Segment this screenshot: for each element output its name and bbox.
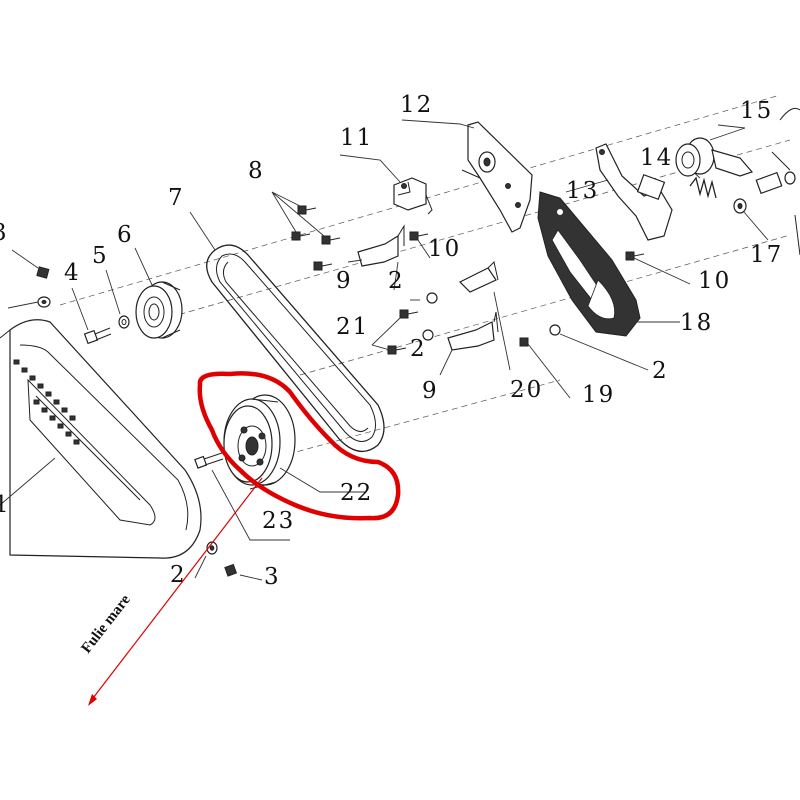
label-18: 18 (680, 310, 713, 336)
belt-guard-cover (0, 319, 202, 559)
label-9-upper: 9 (336, 268, 353, 294)
label-5: 5 (92, 243, 109, 269)
label-20: 20 (510, 377, 543, 403)
bolts-8 (271, 191, 341, 271)
bracket-9-upper (347, 224, 405, 267)
label-2-bottom: 2 (170, 562, 187, 588)
back-plate-18 (537, 191, 680, 337)
label-22: 22 (340, 480, 373, 506)
callout-label: Fulie mare (79, 592, 134, 657)
tensioner-arm-13 (565, 143, 673, 241)
label-19: 19 (582, 382, 615, 408)
bolt-3-bottom (224, 563, 263, 581)
label-17: 17 (750, 242, 783, 268)
cropped-parts-right (771, 107, 800, 256)
bracket-9-lower (439, 311, 499, 376)
callout-arrow (88, 477, 263, 706)
pin-17 (733, 171, 783, 241)
label-9-lower: 9 (422, 378, 439, 404)
label-11: 11 (340, 125, 373, 151)
tensioner-roller-15 (675, 124, 754, 177)
label-13: 13 (566, 178, 599, 204)
small-pulley (134, 247, 183, 339)
label-23: 23 (262, 508, 295, 534)
label-1: 1 (0, 492, 11, 518)
washer-5 (105, 269, 130, 329)
bolts-21 (371, 292, 438, 355)
label-8: 8 (248, 158, 265, 184)
bracket-11 (339, 154, 433, 215)
label-14: 14 (640, 145, 673, 171)
label-10-upper: 10 (428, 236, 461, 262)
bolt-23 (194, 452, 290, 541)
bracket-20 (458, 261, 511, 371)
label-21: 21 (336, 314, 369, 340)
label-3-top: 3 (0, 220, 9, 246)
bolt-4 (71, 287, 112, 345)
drive-belt (189, 211, 385, 452)
label-2-right: 2 (652, 358, 669, 384)
bolt-10-upper (409, 231, 431, 259)
label-2-upper: 2 (388, 268, 405, 294)
label-10-lower: 10 (698, 268, 731, 294)
label-4: 4 (64, 260, 81, 286)
label-3-bottom: 3 (264, 564, 281, 590)
label-6: 6 (117, 222, 134, 248)
bolt-10-lower (625, 251, 691, 285)
pulley-highlight-outline (197, 371, 401, 521)
large-pulley (223, 394, 365, 493)
nut-3-top (7, 249, 51, 309)
label-12: 12 (400, 92, 433, 118)
nut-19 (519, 337, 571, 399)
label-7: 7 (168, 185, 185, 211)
label-15: 15 (740, 98, 773, 124)
label-2-mid: 2 (410, 336, 427, 362)
washer-2-bottom (194, 541, 218, 579)
mounting-plate-12 (401, 119, 533, 233)
washer-2-right (549, 324, 649, 371)
